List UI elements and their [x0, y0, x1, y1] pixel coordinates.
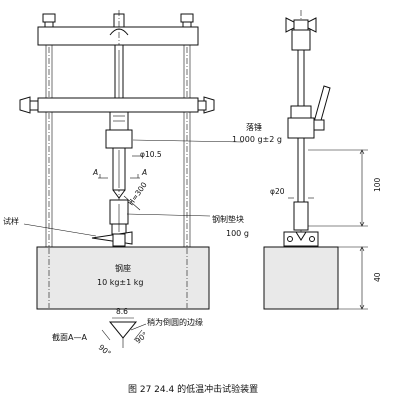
anvil-mass-label: 100 g	[226, 229, 249, 238]
section-v-shape	[108, 321, 138, 339]
middle-cross-bar	[37, 97, 199, 113]
diameter-label: φ10.5	[140, 150, 162, 159]
section-mark-left: A	[92, 168, 98, 177]
anvil-label: 钢制垫块	[212, 214, 244, 224]
side-hammer	[287, 117, 315, 139]
top-right-nut	[180, 13, 194, 23]
specimen-label: 试样	[3, 216, 19, 226]
edge-leader	[130, 323, 147, 331]
side-top-block	[291, 29, 311, 51]
left-wing-nut	[19, 96, 31, 114]
side-v-holder	[283, 231, 319, 247]
figure-caption: 图 27 24.4 的低温冲击试验装置	[128, 383, 258, 395]
edge-note: 稍为倒圆的边缘	[147, 317, 203, 327]
dim-40-label: 40	[373, 272, 382, 282]
width-86-label: 8.6	[116, 307, 128, 316]
side-base	[263, 246, 339, 310]
dim-100-label: 100	[373, 177, 382, 192]
top-cross-bar	[37, 26, 199, 46]
side-view	[263, 10, 368, 310]
section-a-a	[101, 317, 147, 348]
side-striker	[297, 137, 305, 203]
section-angle-left: 90°	[97, 343, 113, 359]
hammer-leader	[132, 139, 244, 143]
section-title: 截面A—A	[52, 332, 87, 342]
height-label: H=300	[126, 180, 149, 207]
release-lever	[313, 85, 331, 125]
base-label: 钢座	[115, 263, 131, 273]
specimen-leader	[23, 223, 97, 237]
side-diameter-label: φ20	[270, 187, 285, 196]
section-mark-right: A	[141, 168, 147, 177]
striker-tip	[112, 189, 126, 199]
side-anvil	[293, 201, 309, 231]
hammer-label: 落锤	[246, 122, 262, 132]
top-left-nut	[42, 13, 56, 23]
anvil-leader	[126, 213, 211, 217]
hammer-mass-label: 1 000 g±2 g	[232, 135, 282, 144]
base-mass-label: 10 kg±1 kg	[97, 278, 143, 287]
front-view	[19, 10, 244, 310]
side-middle-clamp	[290, 105, 312, 119]
falling-hammer	[105, 129, 133, 149]
steel-base	[36, 246, 210, 310]
side-guide-rod	[297, 49, 305, 107]
section-angle-right: 90°	[134, 330, 150, 346]
